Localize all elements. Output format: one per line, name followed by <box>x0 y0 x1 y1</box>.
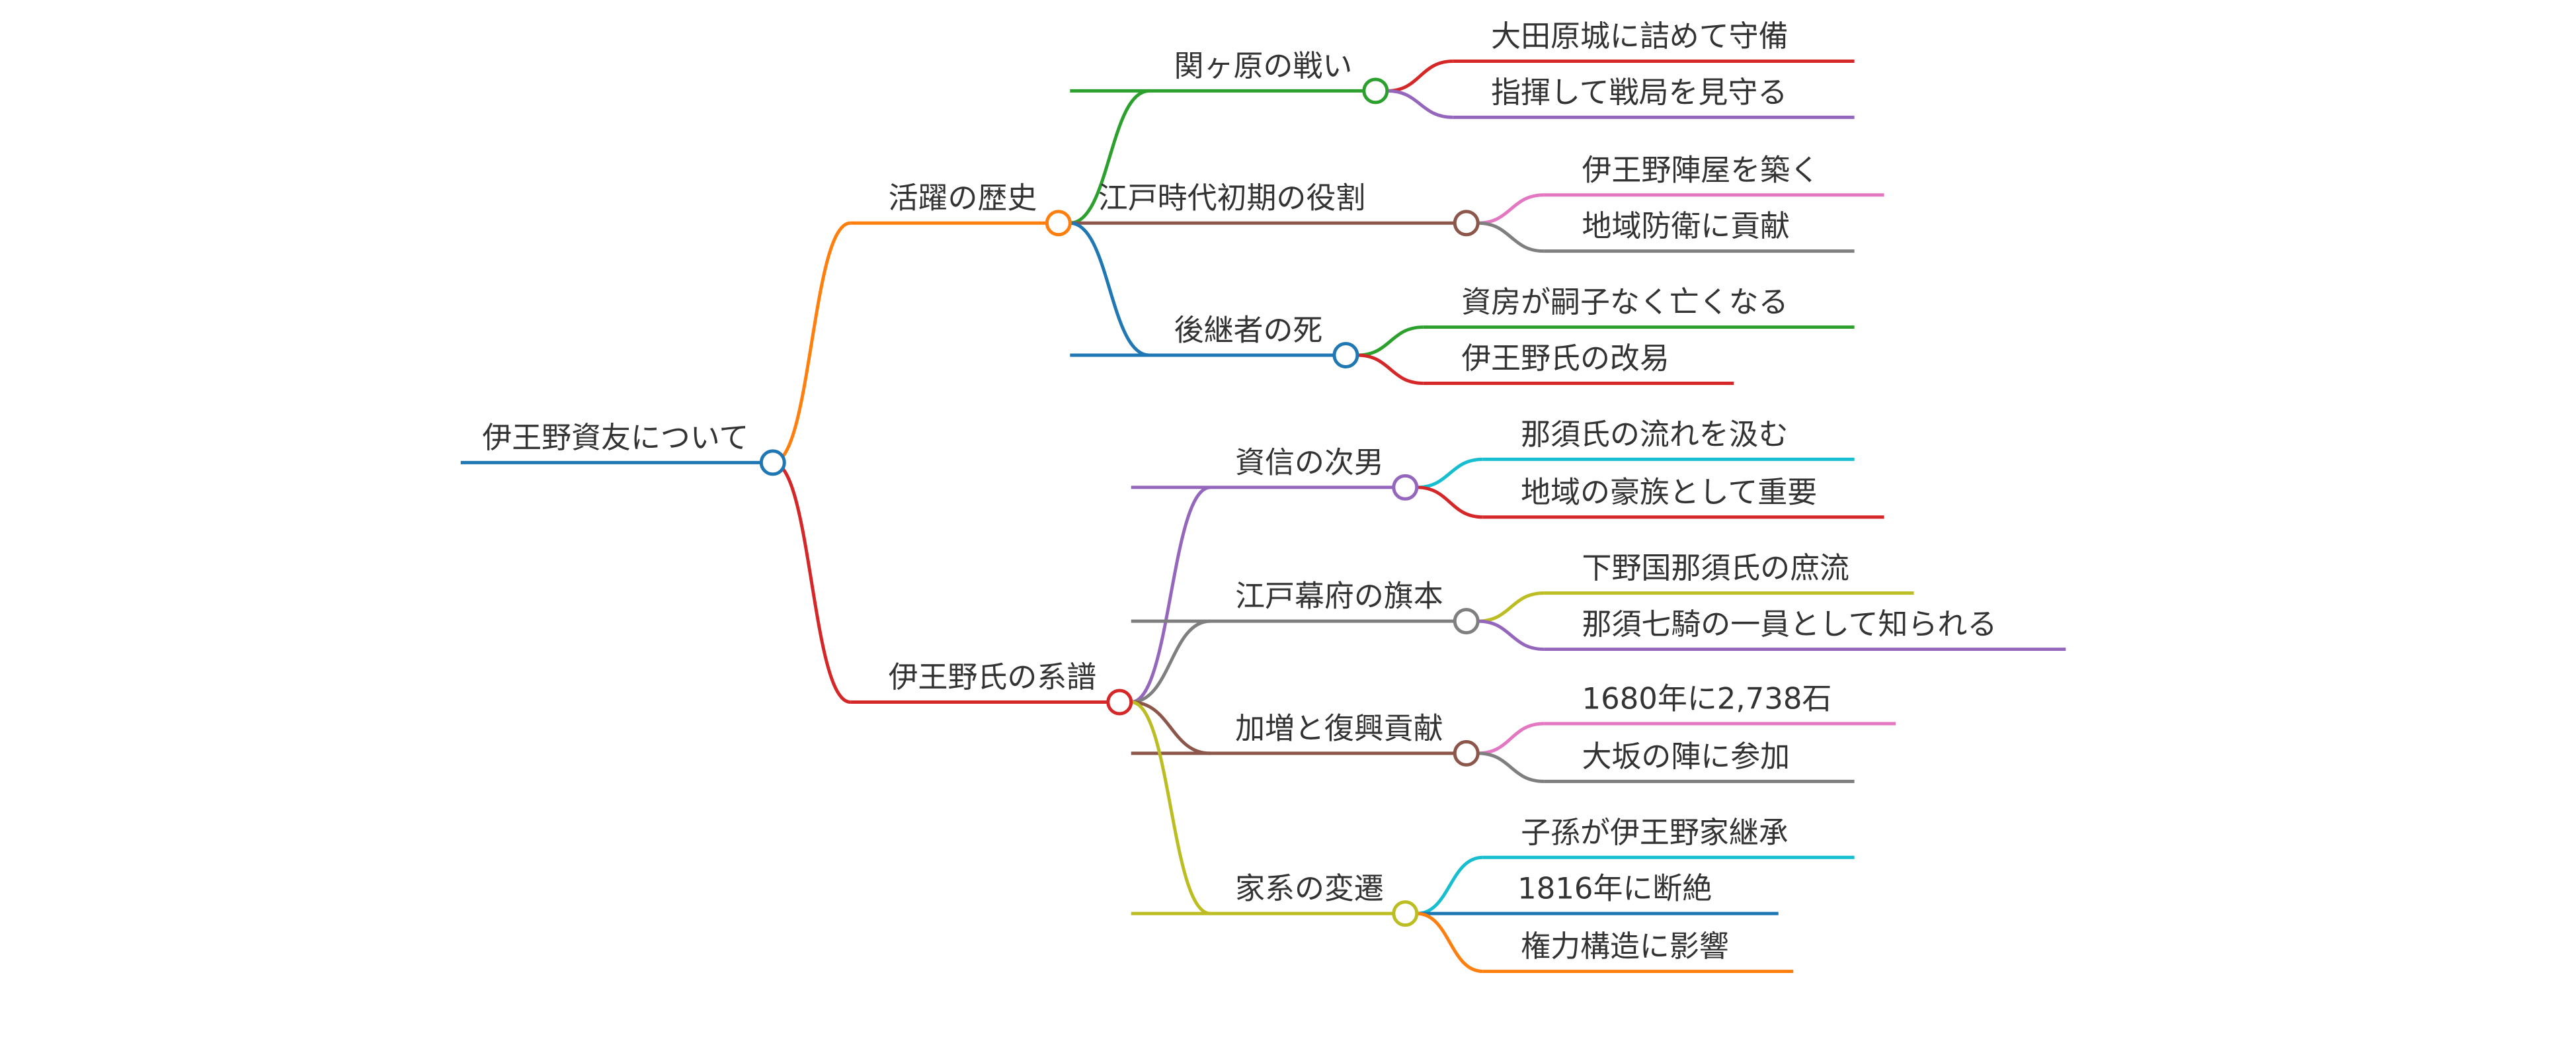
leaf-node[interactable]: 伊王野陣屋を築く <box>1582 152 1820 187</box>
leaf-connector <box>1416 457 1483 489</box>
leaf-connector <box>1416 855 1483 915</box>
leaf-connector <box>1478 751 1545 783</box>
leaf-node[interactable]: 大坂の陣に参加 <box>1582 739 1791 774</box>
subtopic-connector <box>1131 700 1211 755</box>
subtopic-connector <box>1131 700 1211 915</box>
leaf-connector <box>1478 221 1545 253</box>
leaf-node[interactable]: 那須七騎の一員として知られる <box>1582 607 1997 642</box>
root-node[interactable]: 伊王野資友について <box>482 420 748 455</box>
leaf-node[interactable]: 地域防衛に貢献 <box>1582 208 1791 243</box>
leaf-node[interactable]: 権力構造に影響 <box>1521 929 1729 964</box>
subtopic-node-circle[interactable] <box>1453 210 1480 237</box>
leaf-node[interactable]: 大田原城に詰めて守備 <box>1491 19 1788 54</box>
leaf-node[interactable]: 地域の豪族として重要 <box>1521 474 1817 509</box>
subtopic-node[interactable]: 関ヶ原の戦い <box>1174 48 1353 83</box>
leaf-node[interactable]: 指揮して戦局を見守る <box>1491 75 1787 110</box>
leaf-connector <box>1478 619 1545 652</box>
subtopic-node-circle[interactable] <box>1392 900 1419 927</box>
leaf-connector <box>1478 193 1545 225</box>
subtopic-connector <box>1131 619 1211 704</box>
subtopic-node-circle[interactable] <box>1332 342 1359 368</box>
leaf-connector <box>1416 485 1483 519</box>
subtopic-connector <box>1070 89 1150 225</box>
subtopic-connector <box>1131 485 1211 704</box>
leaf-connector <box>1416 911 1483 974</box>
branch-node-circle[interactable] <box>1106 689 1133 716</box>
root-node-circle[interactable] <box>759 449 786 476</box>
subtopic-node-circle[interactable] <box>1392 474 1419 501</box>
subtopic-node-circle[interactable] <box>1362 77 1389 105</box>
leaf-connector <box>1387 89 1453 119</box>
leaf-node[interactable]: 資房が嗣子なく亡くなる <box>1461 284 1788 319</box>
subtopic-node[interactable]: 加増と復興貢献 <box>1235 710 1443 745</box>
subtopic-node[interactable]: 江戸幕府の旗本 <box>1235 579 1443 614</box>
leaf-node[interactable]: 1816年に断絶 <box>1517 871 1712 906</box>
leaf-connector <box>1357 353 1424 385</box>
leaf-connector <box>1478 591 1545 623</box>
branch-node[interactable]: 活躍の歴史 <box>889 181 1037 216</box>
subtopic-node[interactable]: 江戸時代初期の役割 <box>1098 181 1365 216</box>
leaf-node[interactable]: 下野国那須氏の庶流 <box>1582 550 1849 585</box>
subtopic-connector <box>1070 221 1150 357</box>
subtopic-node[interactable]: 資信の次男 <box>1235 444 1384 480</box>
branch-node[interactable]: 伊王野氏の系譜 <box>889 659 1097 695</box>
leaf-connector <box>1357 325 1424 357</box>
branch-connector <box>772 460 851 704</box>
leaf-connector <box>1478 722 1545 755</box>
leaf-node[interactable]: 那須氏の流れを汲む <box>1521 417 1788 452</box>
branch-node-circle[interactable] <box>1045 210 1072 237</box>
leaf-node[interactable]: 1680年に2,738石 <box>1582 681 1832 716</box>
subtopic-node-circle[interactable] <box>1453 739 1480 767</box>
leaf-node[interactable]: 子孫が伊王野家継承 <box>1521 815 1788 850</box>
subtopic-node[interactable]: 家系の変遷 <box>1235 871 1384 906</box>
branch-connector <box>772 221 851 464</box>
leaf-node[interactable]: 伊王野氏の改易 <box>1461 341 1670 376</box>
subtopic-node[interactable]: 後継者の死 <box>1174 313 1323 348</box>
subtopic-node-circle[interactable] <box>1453 608 1480 635</box>
leaf-connector <box>1387 59 1453 93</box>
